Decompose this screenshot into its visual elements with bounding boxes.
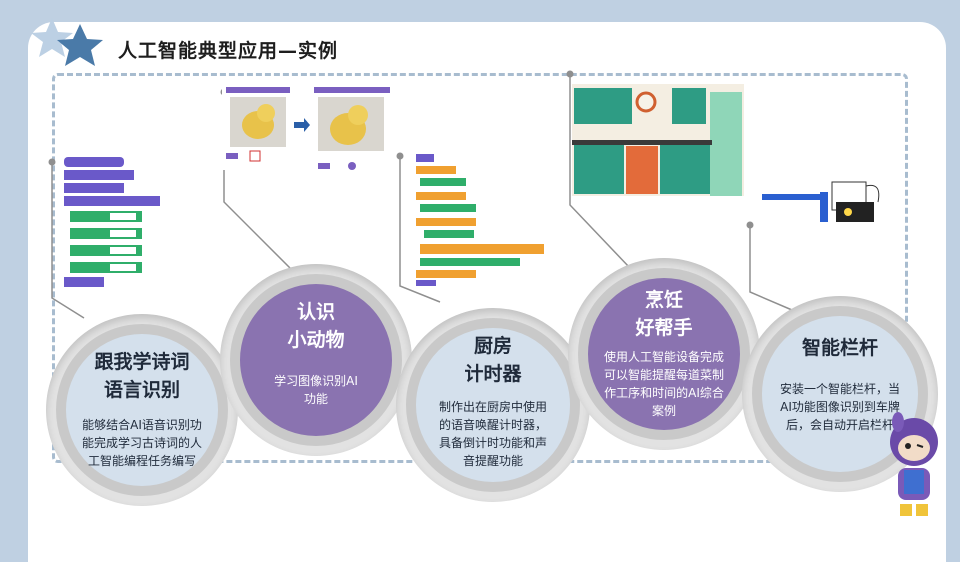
case-5-desc: 安装一个智能栏杆，当AI功能图像识别到车牌后，会自动开启栏杆 — [779, 382, 900, 432]
case-4-desc: 使用人工智能设备完成可以智能提醒每道菜制作工序和时间的AI综合案例 — [603, 350, 724, 418]
case-1-title: 跟我学诗词 — [94, 351, 190, 373]
case-3-subtitle: 计时器 — [464, 363, 522, 385]
case-2-title: 认识 — [296, 301, 335, 323]
case-4-title: 烹饪 — [644, 289, 683, 311]
case-3-kitchen-timer[interactable]: 厨房 计时器 制作出在厨房中使用的语音唤醒计时器，具备倒计时功能和声音提醒功能 — [406, 318, 580, 492]
case-3-desc: 制作出在厨房中使用的语音唤醒计时器，具备倒计时功能和声音提醒功能 — [438, 400, 547, 468]
case-4-subtitle: 好帮手 — [635, 317, 693, 339]
kitchen-illustration-icon — [572, 84, 744, 196]
mascot-icon — [890, 412, 938, 516]
star-icon — [31, 18, 103, 66]
barrier-model-icon — [762, 181, 880, 222]
case-1-subtitle: 语言识别 — [103, 379, 180, 401]
case-1-poetry-speech[interactable]: 跟我学诗词 语言识别 能够结合AI语音识别功能完成学习古诗词的人工智能编程任务编… — [56, 324, 228, 496]
case-4-cooking-helper[interactable]: 烹饪 好帮手 使用人工智能设备完成可以智能提醒每道菜制作工序和时间的AI综合案例 — [578, 268, 750, 440]
case-5-title: 智能栏杆 — [801, 337, 878, 359]
chick-photo-icon — [222, 85, 394, 170]
case-1-desc: 能够结合AI语音识别功能完成学习古诗词的人工智能编程任务编写 — [81, 418, 202, 468]
case-3-title: 厨房 — [473, 335, 512, 357]
case-2-animals[interactable]: 认识 小动物 学习图像识别AI功能 — [230, 274, 402, 446]
case-2-desc: 学习图像识别AI功能 — [274, 374, 358, 406]
code-blocks-icon — [64, 157, 160, 287]
code-blocks-icon — [416, 154, 544, 286]
page-title: 人工智能典型应用—实例 — [118, 40, 339, 62]
case-2-subtitle: 小动物 — [287, 329, 345, 351]
